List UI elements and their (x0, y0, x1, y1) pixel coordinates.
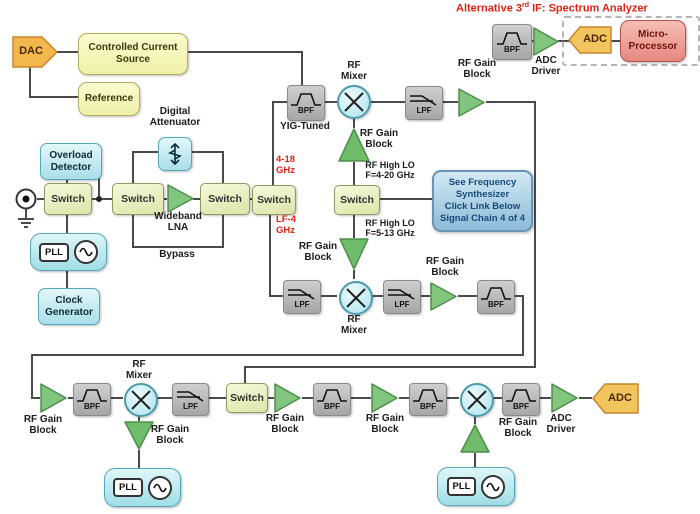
rf-mixer-high-label: RF Mixer (340, 60, 368, 83)
pll-if2-block: PLL (437, 467, 515, 506)
if1-lo-amp (124, 421, 154, 450)
overload-detector-block: Overload Detector (40, 143, 102, 180)
wideband-lna-label: Wideband LNA (154, 211, 202, 234)
bpf-icon (506, 389, 536, 402)
rf-mixer-low-label: RF Mixer (340, 314, 368, 337)
controlled-current-source: Controlled Current Source (78, 33, 188, 75)
lo-lower-label: RF High LO F=5-13 GHz (365, 218, 415, 239)
oscillator-icon (73, 240, 98, 264)
yig-bpf-block: BPF (287, 85, 325, 121)
lpf-icon (410, 94, 437, 106)
lpf-chain2-in: LPF (283, 280, 321, 314)
micro-processor-block: Micro-Processor (620, 20, 686, 62)
alt-adc-block (568, 26, 612, 54)
if-gain2-label: RF Gain Block (265, 413, 305, 436)
mixer-x-icon (346, 288, 366, 308)
if-gain1-label: RF Gain Block (23, 414, 63, 437)
switch-input: Switch (44, 183, 92, 215)
bpf-icon (413, 389, 443, 402)
pll-reference-block: PLL (30, 233, 107, 271)
mixer-x-icon (344, 92, 364, 112)
bpf-icon (291, 92, 321, 106)
adc-block (592, 383, 639, 414)
pll-if1-block: PLL (104, 468, 181, 507)
attenuator-icon (168, 142, 182, 166)
rf-mixer-if2 (460, 383, 494, 417)
alt-adc-driver-label: ADC Driver (531, 55, 561, 78)
switch-band-select: Switch (252, 185, 296, 215)
alt-if-dashed-box (562, 16, 700, 66)
lpf-chain1: LPF (405, 86, 443, 120)
reference-block: Reference (78, 82, 140, 116)
alt-if-bpf: BPF (492, 24, 532, 60)
if2-lo-gain-label: RF Gain Block (498, 417, 538, 440)
if-gain1-amp (40, 383, 67, 413)
clock-generator-block: Clock Generator (38, 288, 100, 325)
switch-lo-select: Switch (334, 185, 380, 215)
lo-gain-down-label: RF Gain Block (298, 241, 338, 264)
if-gain2-amp (274, 383, 301, 413)
lpf-icon (176, 391, 203, 402)
lpf-chain2-out: LPF (383, 280, 421, 314)
lo-gain-up-amp (338, 128, 370, 162)
switch-lna-in: Switch (112, 183, 164, 215)
adc-label: ADC (608, 392, 632, 404)
rf-mixer-if1-label: RF Mixer (125, 359, 153, 382)
yig-tuned-label: YIG-Tuned (280, 121, 330, 132)
oscillator-icon (481, 474, 506, 499)
rf-mixer-low (339, 281, 373, 315)
bpf-if2: BPF (313, 383, 351, 416)
if1-lo-gain-label: RF Gain Block (150, 424, 190, 447)
digital-attenuator-block (158, 137, 192, 171)
if2-lo-amp (460, 424, 490, 453)
bpf-chain2: BPF (477, 280, 515, 314)
rf-gain-chain1-amp (458, 88, 485, 117)
wideband-lna-amp (167, 184, 194, 213)
junction-dot (96, 196, 102, 202)
mixer-x-icon (467, 390, 487, 410)
digital-attenuator-label: Digital Attenuator (149, 106, 201, 129)
switch-lna-out: Switch (200, 183, 250, 215)
oscillator-icon (147, 475, 172, 500)
lo-upper-label: RF High LO F=4-20 GHz (365, 160, 415, 181)
band-low-label: LF-4 GHz (276, 214, 297, 236)
alt-adc-label: ADC (583, 33, 607, 45)
lpf-icon (388, 288, 415, 300)
rf-gain-chain1-label: RF Gain Block (457, 58, 497, 81)
rf-mixer-high (337, 85, 371, 119)
lpf-if1: LPF (172, 383, 209, 416)
bpf-if4: BPF (502, 383, 540, 416)
bypass-label: Bypass (159, 249, 195, 260)
bpf-if3: BPF (409, 383, 447, 416)
alt-if-title: Alternative 3rd IF: Spectrum Analyzer (456, 2, 648, 15)
alt-adc-driver-amp (533, 27, 559, 56)
band-high-label: 4-18 GHz (276, 154, 296, 176)
frequency-synthesizer-link[interactable]: See Frequency Synthesizer Click Link Bel… (432, 170, 533, 232)
lo-gain-up-label: RF Gain Block (359, 128, 399, 151)
lpf-icon (288, 288, 315, 300)
bpf-icon (497, 31, 527, 45)
rf-gain-chain2-label: RF Gain Block (425, 256, 465, 279)
if-gain3-label: RF Gain Block (365, 413, 405, 436)
dac-label: DAC (19, 45, 43, 57)
pll-label: PLL (113, 478, 143, 497)
rf-gain-chain2-amp (430, 282, 457, 311)
switch-if-select: Switch (226, 383, 268, 413)
bpf-icon (77, 389, 107, 402)
pll-label: PLL (446, 477, 477, 496)
bpf-if1: BPF (73, 383, 111, 416)
if-gain3-amp (371, 383, 398, 413)
lo-gain-down-amp (339, 238, 369, 270)
adc-driver-amp (551, 383, 578, 413)
mixer-x-icon (131, 390, 151, 410)
pll-label: PLL (39, 242, 69, 262)
bpf-icon (317, 389, 347, 402)
bpf-icon (481, 286, 511, 300)
dac-block (12, 36, 58, 68)
rf-mixer-if1 (124, 383, 158, 417)
adc-driver-label: ADC Driver (546, 413, 576, 436)
